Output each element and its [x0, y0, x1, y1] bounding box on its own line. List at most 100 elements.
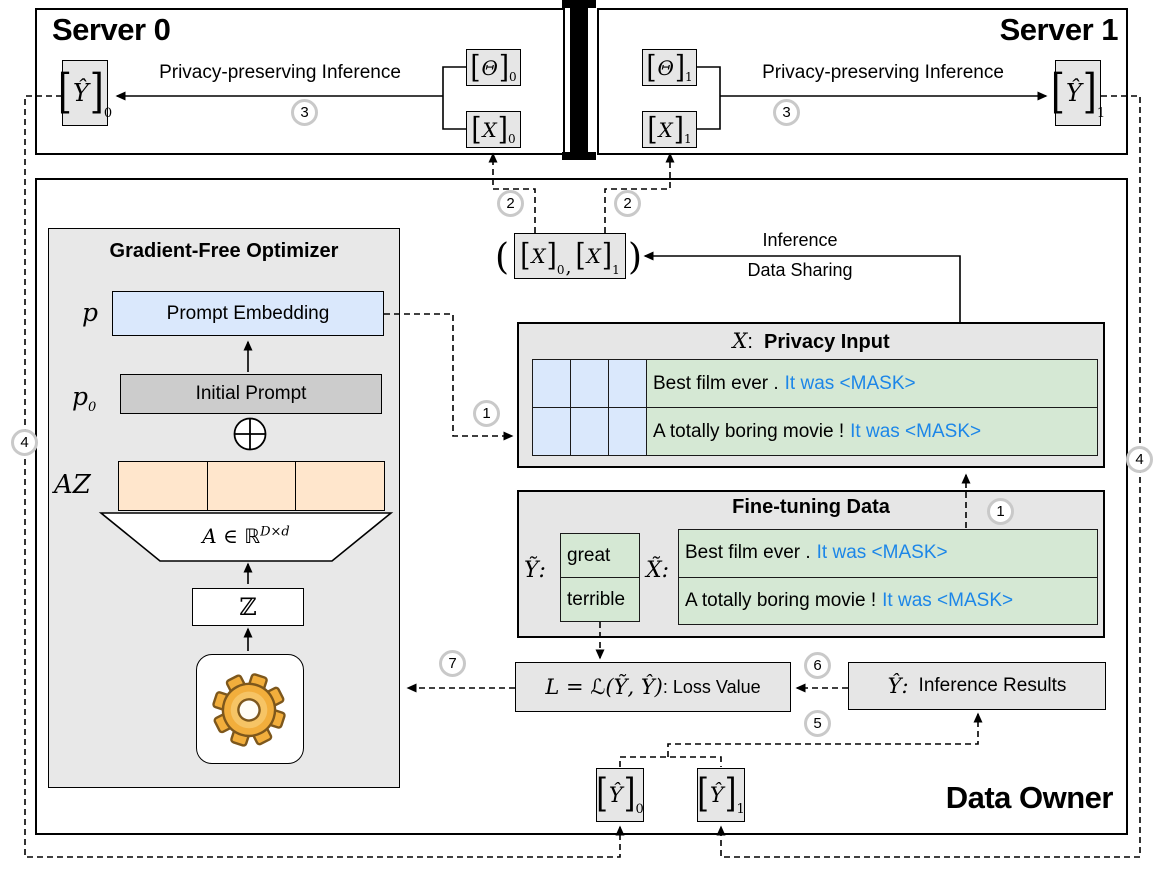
table-row: A totally boring movie !It was <MASK> [533, 408, 1097, 455]
table-row: Best film ever .It was <MASK> [679, 530, 1097, 578]
share-symbol: Ŷ [72, 79, 89, 107]
share-yhat1-owner: [Ŷ]1 [697, 768, 745, 822]
bracket-left: [ [575, 238, 586, 274]
oplus-icon [233, 417, 267, 451]
matrix-cell [208, 462, 297, 510]
loss-suffix: : Loss Value [662, 676, 761, 697]
sentence-text: A totally boring movie ! [653, 420, 845, 442]
bracket-left: [ [470, 49, 481, 86]
bracket-right: ] [724, 771, 737, 818]
sharing-label-line1: Inference [762, 230, 838, 250]
share-subscript: 0 [507, 132, 516, 146]
fine-tuning-sentence-table: Best film ever .It was <MASK> A totally … [678, 529, 1098, 625]
share-symbol: X [482, 117, 497, 142]
step-circle-7: 7 [439, 650, 466, 677]
sentence-cell: A totally boring movie !It was <MASK> [679, 577, 1097, 624]
inference-results-box: Ŷ: Inference Results [848, 662, 1106, 710]
share-symbol: X [658, 117, 673, 142]
share-x0: [X]0 [466, 111, 521, 148]
step-circle-6: 6 [804, 652, 831, 679]
embedding-cell [533, 360, 571, 407]
z-sample-box: ℤ [192, 588, 304, 626]
step-circle-2-left: 2 [497, 190, 524, 217]
colon: : [747, 331, 753, 353]
share-symbol: X [586, 244, 601, 268]
step-circle-4-right: 4 [1126, 446, 1153, 473]
server0-title: Server 0 [52, 12, 171, 47]
share-subscript: 1 [683, 132, 692, 146]
embedding-cell [609, 360, 647, 407]
step-circle-1-embedding: 1 [473, 400, 500, 427]
privacy-input-title: X: Privacy Input [517, 329, 1105, 354]
bracket-left: [ [471, 111, 482, 148]
share-subscript: 1 [736, 802, 745, 817]
sentence-cell: A totally boring movie !It was <MASK> [647, 408, 1097, 455]
bracket-right: ] [498, 49, 510, 86]
server-divider-cap-top [562, 0, 596, 8]
sharing-label-line2: Data Sharing [747, 260, 853, 280]
gear-icon [212, 673, 286, 747]
step-circle-4-left: 4 [11, 429, 38, 456]
step-circle-3-server0: 3 [291, 99, 318, 126]
sentence-text: Best film ever . [685, 542, 811, 564]
bracket-left: [ [520, 238, 531, 274]
y-tilde-label: Ỹ: [524, 558, 546, 583]
table-row: terrible [561, 578, 639, 621]
bracket-right: ] [89, 65, 104, 119]
table-row: Best film ever .It was <MASK> [533, 360, 1097, 408]
p0-base: p [72, 382, 89, 411]
bracket-right: ] [546, 238, 557, 274]
matrix-cell [119, 462, 208, 510]
yhat-math-label: Ŷ: [887, 674, 909, 698]
share-x1: [X]1 [642, 111, 697, 148]
x-math-label: X [732, 329, 748, 353]
bracket-right: ] [601, 238, 613, 274]
share-symbol: X [531, 244, 546, 268]
table-row: great [561, 534, 639, 578]
label-table: great terrible [560, 533, 640, 622]
label-cell: great [561, 534, 639, 577]
mask-text: It was <MASK> [882, 589, 1014, 611]
privacy-input-table: Best film ever .It was <MASK> A totally … [532, 359, 1098, 456]
p-label: p [82, 298, 99, 327]
table-row: A totally boring movie !It was <MASK> [679, 577, 1097, 624]
mask-text: It was <MASK> [816, 542, 948, 564]
share-subscript: 1 [685, 70, 693, 84]
loss-formula: L = ℒ(Ỹ, Ŷ) [545, 675, 663, 699]
share-symbol: Ŷ [1065, 79, 1082, 107]
share-yhat1-server: [Ŷ]1 [1051, 60, 1105, 126]
label-cell: terrible [561, 578, 639, 621]
comma: , [565, 256, 572, 278]
xpair-paren-right: ) [628, 237, 643, 278]
fine-tuning-title: Fine-tuning Data [732, 496, 890, 518]
inference-results-text: Inference Results [918, 675, 1067, 696]
share-theta1: [Θ]1 [642, 49, 697, 86]
x-tilde-label: X̃: [646, 558, 670, 583]
mask-text: It was <MASK> [784, 372, 916, 394]
server1-title: Server 1 [999, 12, 1119, 47]
share-symbol: Θ [657, 55, 674, 80]
a-projection-label: A ∈ ℝD×d [146, 524, 346, 548]
server-divider-bar [570, 0, 588, 160]
a-sup: D×d [260, 524, 290, 540]
bracket-right: ] [623, 771, 636, 818]
sentence-cell: Best film ever .It was <MASK> [679, 530, 1097, 577]
bracket-right: ] [674, 49, 686, 86]
step-circle-1-finetune: 1 [987, 498, 1014, 525]
loss-value-box: L = ℒ(Ỹ, Ŷ): Loss Value [515, 662, 791, 712]
initial-prompt-box: Initial Prompt [120, 374, 382, 414]
embedding-cell [571, 360, 609, 407]
server0-inference-label: Privacy-preserving Inference [159, 62, 401, 83]
sentence-text: A totally boring movie ! [685, 589, 877, 611]
p0-label: p0 [72, 382, 96, 415]
p0-sub: 0 [88, 400, 97, 415]
server-divider-cap-bottom [562, 152, 596, 160]
xpair-paren-left: ( [495, 237, 510, 278]
bracket-left: [ [646, 49, 657, 86]
bracket-right: ] [1082, 65, 1097, 119]
az-label: AZ [54, 470, 91, 500]
share-subscript: 0 [635, 802, 644, 817]
sentence-text: Best film ever . [653, 372, 779, 394]
share-symbol: Ŷ [709, 783, 724, 807]
